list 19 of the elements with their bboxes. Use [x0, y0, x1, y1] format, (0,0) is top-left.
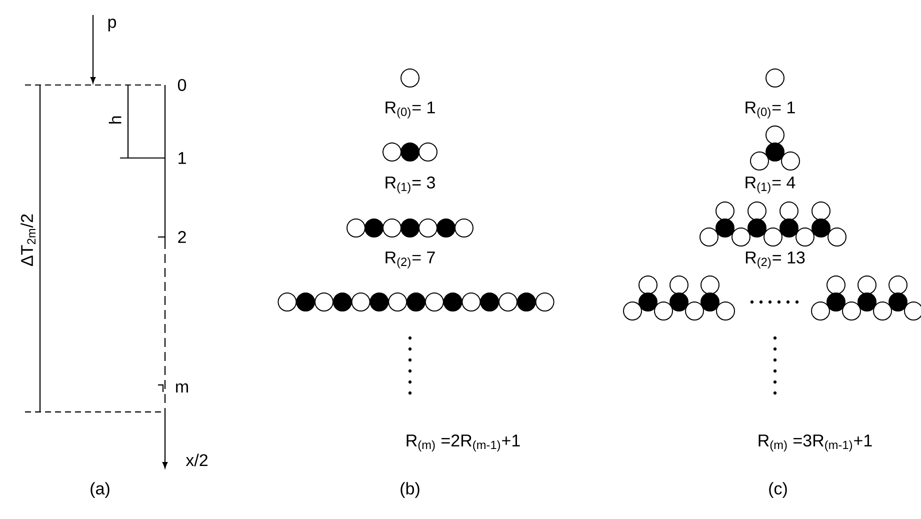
panel-label: (b) — [400, 482, 420, 498]
formula-label: R$_{(0)}$= 1 — [386, 102, 435, 118]
force-label: p — [108, 18, 116, 32]
formula-label: R$_{(2)}$= 7 — [386, 252, 435, 268]
tick-label: 0 — [178, 78, 186, 92]
formula-label: R$_{(m)}$ =3R$_{(m-1)}$+1 — [758, 434, 872, 452]
dimension-label: ΔT$_{2m}$/2 — [20, 214, 36, 266]
formula-label: R$_{(0)}$= 1 — [746, 102, 795, 118]
formula-label: R$_{(2)}$= 13 — [746, 251, 805, 268]
panel-label: (a) — [90, 482, 110, 498]
formula-label: R$_{(1)}$= 3 — [386, 176, 435, 194]
formula-label: R$_{(m)}$ =2R$_{(m-1)}$+1 — [406, 434, 520, 452]
axis-label: x/2 — [186, 454, 208, 466]
tick-label: m — [176, 383, 188, 393]
formula-label: R$_{(1)}$= 4 — [746, 176, 796, 194]
dimension-label: h — [108, 116, 122, 124]
tick-label: 2 — [178, 231, 186, 243]
panel-label: (c) — [769, 482, 787, 498]
tick-label: 1 — [178, 152, 186, 164]
